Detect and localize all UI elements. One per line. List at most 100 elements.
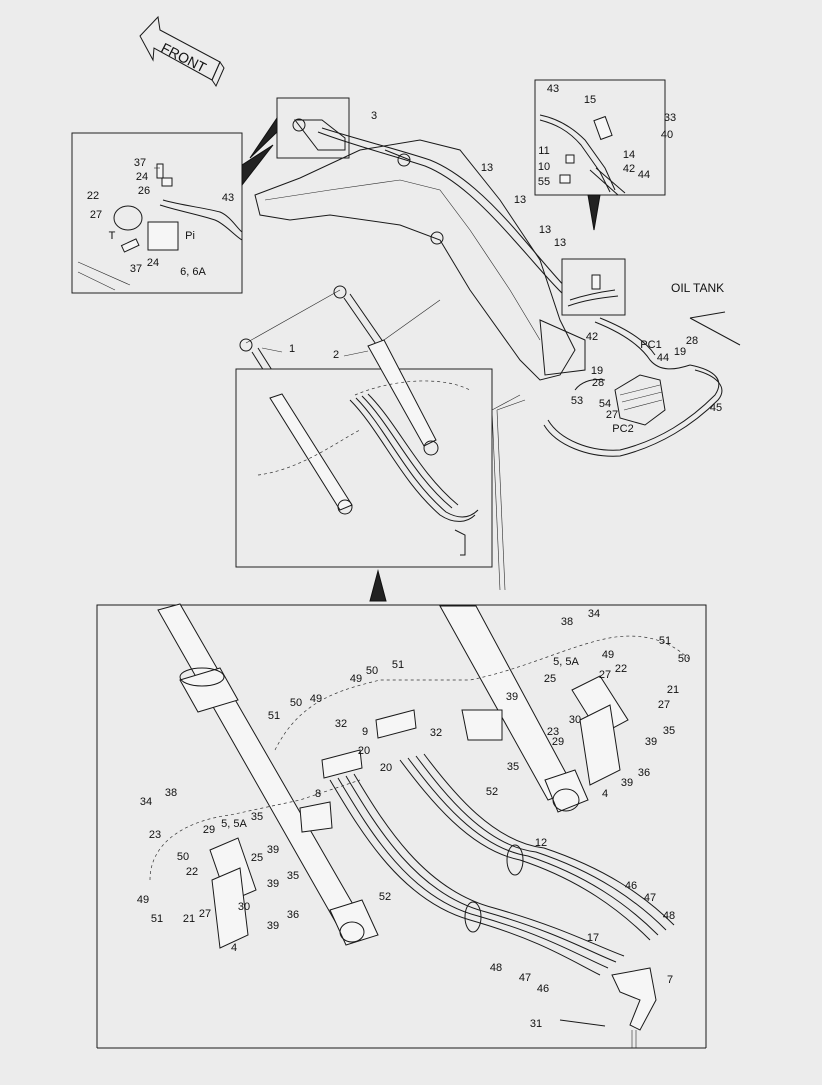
callout-label: 38 (165, 787, 177, 799)
callout-label: 52 (486, 786, 498, 798)
callout-label: 36 (638, 767, 650, 779)
callout-label: 35 (663, 725, 675, 737)
callout-label: 39 (267, 844, 279, 856)
detail-box-valve (561, 258, 626, 316)
callout-label: 39 (267, 878, 279, 890)
callout-label: 27 (606, 409, 618, 421)
detail-box-middle (235, 339, 526, 602)
callout-label: 49 (602, 649, 614, 661)
callout-label: 37 (134, 157, 146, 169)
callout-label: 4 (231, 942, 237, 954)
callout-label: 51 (151, 913, 163, 925)
callout-label: 27 (658, 699, 670, 711)
callout-label: 8 (315, 788, 321, 800)
callout-label: 39 (506, 691, 518, 703)
callout-label: 42 (623, 163, 635, 175)
callout-label: 43 (222, 192, 234, 204)
callout-label: 28 (592, 377, 604, 389)
callout-label: 20 (380, 762, 392, 774)
detail-box-bottom (96, 603, 707, 1049)
callout-label: 24 (136, 171, 148, 183)
detail-box-boom-head (249, 97, 350, 159)
callout-label: 51 (392, 659, 404, 671)
callout-label: 5, 5A (221, 818, 247, 830)
callout-label: 22 (615, 663, 627, 675)
callout-label: 42 (586, 331, 598, 343)
callout-label: 28 (686, 335, 698, 347)
callout-label: 47 (519, 972, 531, 984)
callout-label: 21 (183, 913, 195, 925)
callout-label: 12 (535, 837, 547, 849)
callout-label: 13 (481, 162, 493, 174)
callout-label: PC2 (612, 423, 633, 435)
callout-label: 38 (561, 616, 573, 628)
callout-label: 30 (569, 714, 581, 726)
oil-tank-label: OIL TANK (671, 281, 724, 295)
callout-label: 27 (90, 209, 102, 221)
callout-label: 17 (587, 932, 599, 944)
callout-label: 26 (138, 185, 150, 197)
callout-label: 35 (507, 761, 519, 773)
callout-label: 5, 5A (553, 656, 579, 668)
callout-label: 13 (514, 194, 526, 206)
callout-label: 4 (602, 788, 608, 800)
callout-label: 10 (538, 161, 550, 173)
callout-label: 46 (625, 880, 637, 892)
callout-label: 21 (667, 684, 679, 696)
callout-label: 39 (645, 736, 657, 748)
callout-label: 13 (554, 237, 566, 249)
callout-label: PC1 (640, 339, 661, 351)
callout-label: 49 (137, 894, 149, 906)
callout-label: 13 (539, 224, 551, 236)
callout-label: 39 (267, 920, 279, 932)
callout-label: 1 (289, 343, 295, 355)
callout-label: 45 (710, 402, 722, 414)
detail-box-upper-left (71, 132, 274, 294)
callout-label: 25 (544, 673, 556, 685)
callout-label: 55 (538, 176, 550, 188)
callout-label: 50 (366, 665, 378, 677)
callout-label: Pi (185, 230, 195, 242)
callout-label: 19 (591, 365, 603, 377)
callout-label: 52 (379, 891, 391, 903)
callout-label: 23 (547, 726, 559, 738)
callout-label: 33 (664, 112, 676, 124)
callout-label: 31 (530, 1018, 542, 1030)
callout-label: 11 (538, 145, 549, 157)
callout-label: 49 (310, 693, 322, 705)
callout-label: 49 (350, 673, 362, 685)
front-arrow: FRONT (139, 15, 225, 88)
callout-label: 3 (371, 110, 377, 122)
callout-label: 43 (547, 83, 559, 95)
callout-label: 34 (140, 796, 152, 808)
callout-label: 35 (287, 870, 299, 882)
callout-label: 19 (674, 346, 686, 358)
control-valve (543, 317, 723, 457)
oil-tank: OIL TANK (671, 281, 741, 346)
callout-label: 27 (599, 669, 611, 681)
callout-label: 7 (667, 974, 673, 986)
callout-label: 54 (599, 398, 611, 410)
callout-label: 34 (588, 608, 600, 620)
callout-label: 32 (430, 727, 442, 739)
callout-label: 47 (644, 892, 656, 904)
callout-label: 44 (657, 352, 669, 364)
callout-label: 40 (661, 129, 673, 141)
callout-label: 15 (584, 94, 596, 106)
callout-label: 22 (186, 866, 198, 878)
callout-label: 6, 6A (180, 266, 206, 278)
boom (254, 127, 586, 381)
callout-label: 32 (335, 718, 347, 730)
front-label: FRONT (159, 39, 210, 75)
callout-label: 46 (537, 983, 549, 995)
callout-label: 37 (130, 263, 142, 275)
callout-label: 2 (333, 349, 339, 361)
callout-label: 50 (177, 851, 189, 863)
callout-label: 44 (638, 169, 650, 181)
callout-label: 25 (251, 852, 263, 864)
callout-label: 39 (621, 777, 633, 789)
callout-label: 14 (623, 149, 635, 161)
